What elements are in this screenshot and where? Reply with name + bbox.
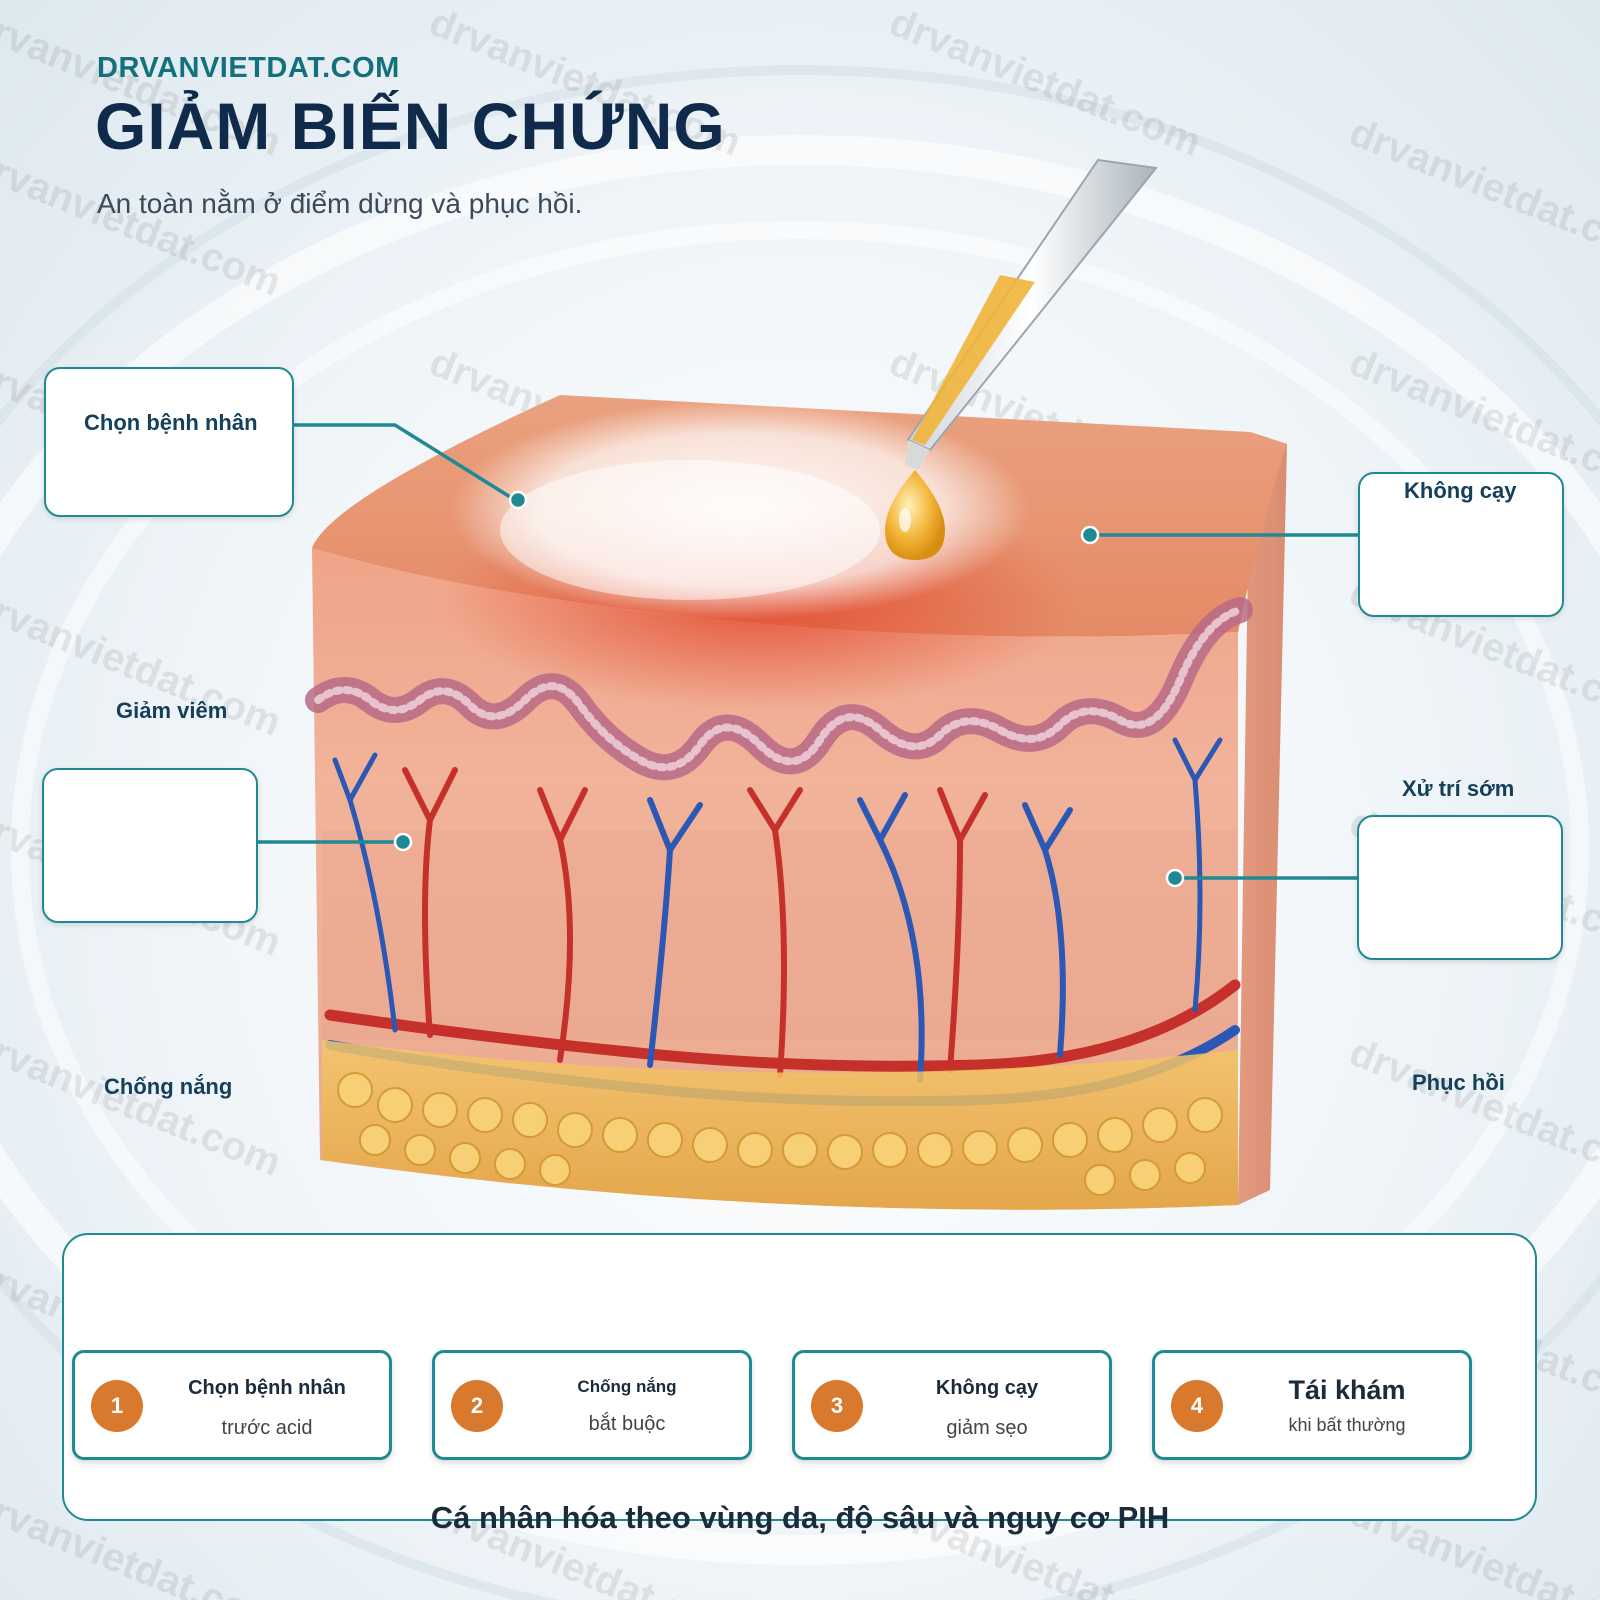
page-subtitle: An toàn nằm ở điểm dừng và phục hồi. [97,188,583,219]
step-card-2: 2 Chống nắng bắt buộc [432,1350,752,1460]
step-title: Chống nắng [577,1377,677,1396]
step-number-badge: 4 [1171,1380,1223,1432]
step-subtitle: khi bất thường [1288,1415,1406,1435]
step-number-badge: 1 [91,1380,143,1432]
dropper-icon [885,158,1158,560]
callout-box-xu-tri-som [1357,815,1563,960]
step-subtitle: giảm sẹo [946,1417,1028,1439]
callout-box-khong-cay [1358,472,1564,617]
callout-label-khong-cay: Không cạy [1404,478,1517,503]
step-title: Tái khám [1288,1375,1406,1405]
footer-caption: Cá nhân hóa theo vùng da, độ sâu và nguy… [430,1500,1170,1535]
step-title: Chọn bệnh nhân [188,1377,346,1399]
step-card-3: 3 Không cạy giảm sẹo [792,1350,1112,1460]
step-card-1: 1 Chọn bệnh nhân trước acid [72,1350,392,1460]
step-number-badge: 3 [811,1380,863,1432]
label-giam-viem: Giảm viêm [116,698,228,723]
label-chong-nang: Chống nắng [104,1074,233,1099]
callout-box-giam-viem [42,768,258,923]
step-subtitle: trước acid [221,1417,313,1439]
callout-box-chon-benh-nhan [44,367,294,517]
label-phuc-hoi: Phục hồi [1412,1070,1505,1095]
callout-label-chon-benh-nhan: Chọn bệnh nhân [84,410,258,435]
step-subtitle: bắt buộc [588,1413,666,1435]
step-title: Không cạy [935,1377,1039,1399]
step-card-4: 4 Tái khám khi bất thường [1152,1350,1472,1460]
step-number-badge: 2 [451,1380,503,1432]
label-xu-tri-som: Xử trí sớm [1402,776,1515,801]
page-title: GIẢM BIẾN CHỨNG [95,89,726,163]
site-name: DRVANVIETDAT.COM [97,52,400,84]
